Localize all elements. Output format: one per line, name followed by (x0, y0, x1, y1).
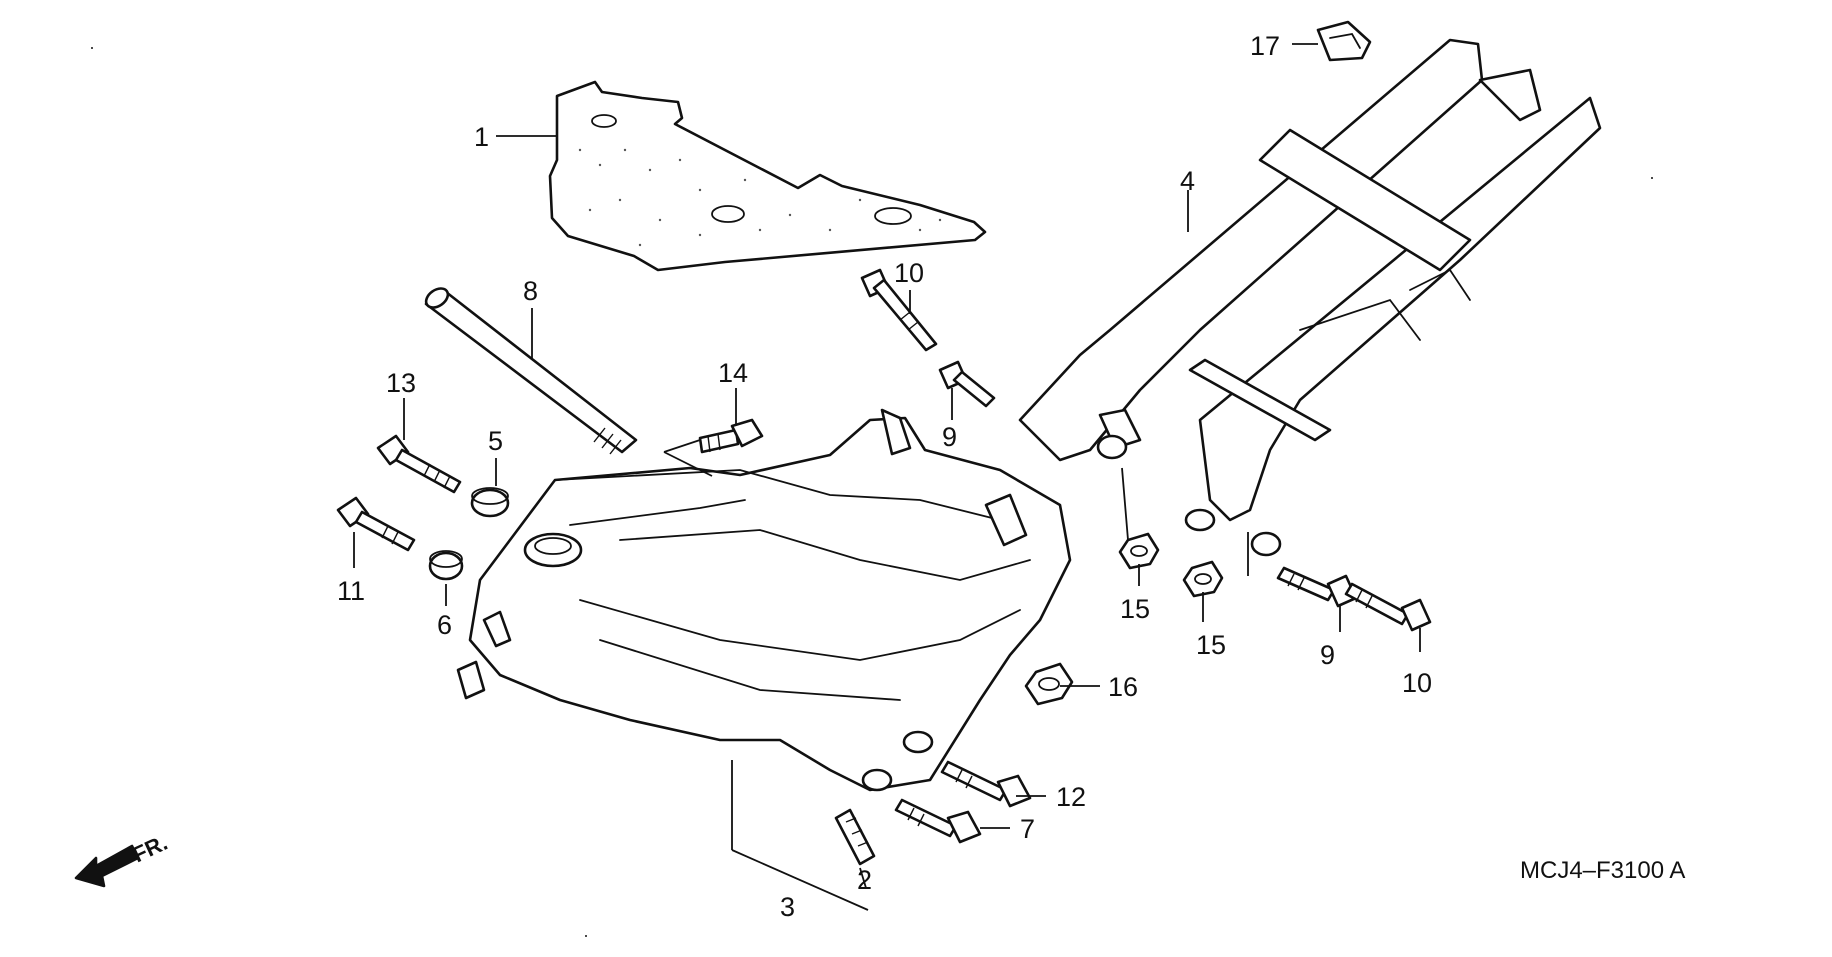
callout-16: 16 (1108, 672, 1138, 702)
part-13-bolt[interactable] (376, 434, 462, 494)
part-10-bolt-lower[interactable] (1344, 582, 1432, 632)
part-7-bolt[interactable] (894, 798, 982, 844)
part-17-clip[interactable] (1316, 20, 1372, 62)
front-direction-indicator: FR. (74, 830, 172, 888)
front-arrow-icon (74, 844, 140, 888)
callout-9a: 9 (942, 422, 957, 452)
callout-6: 6 (437, 610, 452, 640)
part-9-bolt-lower[interactable] (1276, 566, 1358, 608)
part-11-bolt[interactable] (336, 496, 416, 552)
part-1-heat-guard[interactable] (548, 80, 987, 272)
callout-15a: 15 (1120, 594, 1150, 624)
part-3-main-frame[interactable] (456, 408, 1072, 792)
callout-10a: 10 (894, 258, 924, 288)
part-8-pivot-shaft[interactable] (423, 285, 638, 455)
callout-labels: 1 2 3 4 5 6 7 8 9 9 10 10 11 12 13 14 15… (337, 31, 1432, 922)
part-14-bolt[interactable] (698, 418, 764, 454)
callout-5: 5 (488, 426, 503, 456)
callout-12: 12 (1056, 782, 1086, 812)
callout-17: 17 (1250, 31, 1280, 61)
callout-4: 4 (1180, 166, 1195, 196)
part-6-collar[interactable] (428, 550, 464, 581)
callout-14: 14 (718, 358, 748, 388)
front-direction-label: FR. (129, 830, 172, 868)
callout-8: 8 (523, 276, 538, 306)
callout-13: 13 (386, 368, 416, 398)
callout-10b: 10 (1402, 668, 1432, 698)
callout-7: 7 (1020, 814, 1035, 844)
part-4-rear-subframe[interactable] (1018, 38, 1602, 557)
part-12-bolt[interactable] (940, 760, 1032, 808)
callout-2: 2 (857, 865, 872, 895)
part-15-nut-right[interactable] (1182, 560, 1224, 598)
part-5-collar[interactable] (470, 487, 510, 518)
part-9-bolt-upper[interactable] (938, 360, 996, 408)
part-10-bolt-upper[interactable] (860, 268, 938, 352)
leader-lines (353, 43, 1421, 911)
callout-15b: 15 (1196, 630, 1226, 660)
scan-specks (91, 47, 1653, 937)
part-2-dowel-pin[interactable] (834, 808, 876, 866)
part-15-nut-left[interactable] (1118, 532, 1160, 570)
callout-1: 1 (474, 122, 489, 152)
part-16-nut[interactable] (1024, 662, 1074, 706)
callout-3: 3 (780, 892, 795, 922)
callout-11: 11 (337, 576, 365, 606)
callout-9b: 9 (1320, 640, 1335, 670)
diagram-reference-code: MCJ4–F3100 A (1520, 857, 1685, 884)
